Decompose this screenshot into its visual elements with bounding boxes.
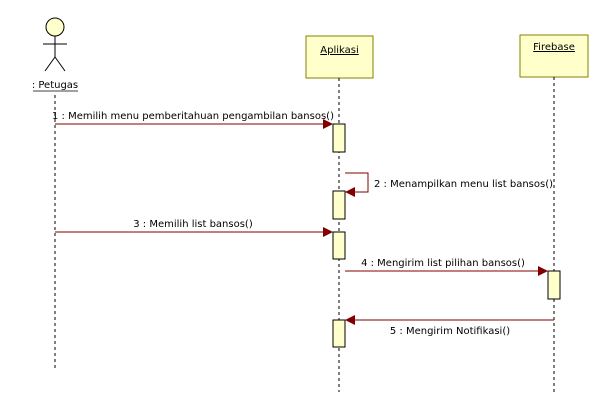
activation-aplikasi-2 [332,190,346,220]
message-5-label: 5 : Mengirim Notifikasi() [390,326,510,337]
actor-left-leg [44,56,56,72]
object-aplikasi-label: Aplikasi [320,45,358,56]
actor-label: : Petugas [32,80,78,91]
activation-aplikasi-1 [332,123,346,153]
actor-petugas: : Petugas [32,17,78,92]
object-firebase-box [519,34,589,78]
message-2-label: 2 : Menampilkan menu list bansos() [374,179,553,190]
activation-aplikasi-3 [332,231,346,260]
message-4: 4 : Mengirim list pilihan bansos() [345,258,548,276]
message-4-label: 4 : Mengirim list pilihan bansos() [361,258,525,269]
object-firebase: Firebase [519,34,589,78]
object-aplikasi-box [305,35,374,79]
message-1-label: 1 : Memilih menu pemberitahuan pengambil… [52,111,334,122]
object-aplikasi: Aplikasi [305,35,374,79]
actor-right-leg [54,56,66,72]
message-1: 1 : Memilih menu pemberitahuan pengambil… [52,111,334,129]
actor-head [45,17,65,37]
activation-firebase-1 [547,270,561,300]
activation-aplikasi-4 [332,319,346,348]
message-3: 3 : Memilih list bansos() [55,219,333,237]
object-firebase-label: Firebase [533,42,575,53]
message-2-arrow [345,172,369,197]
message-2: 2 : Menampilkan menu list bansos() [345,172,553,197]
message-3-label: 3 : Memilih list bansos() [133,219,253,230]
message-5: 5 : Mengirim Notifikasi() [345,315,554,337]
